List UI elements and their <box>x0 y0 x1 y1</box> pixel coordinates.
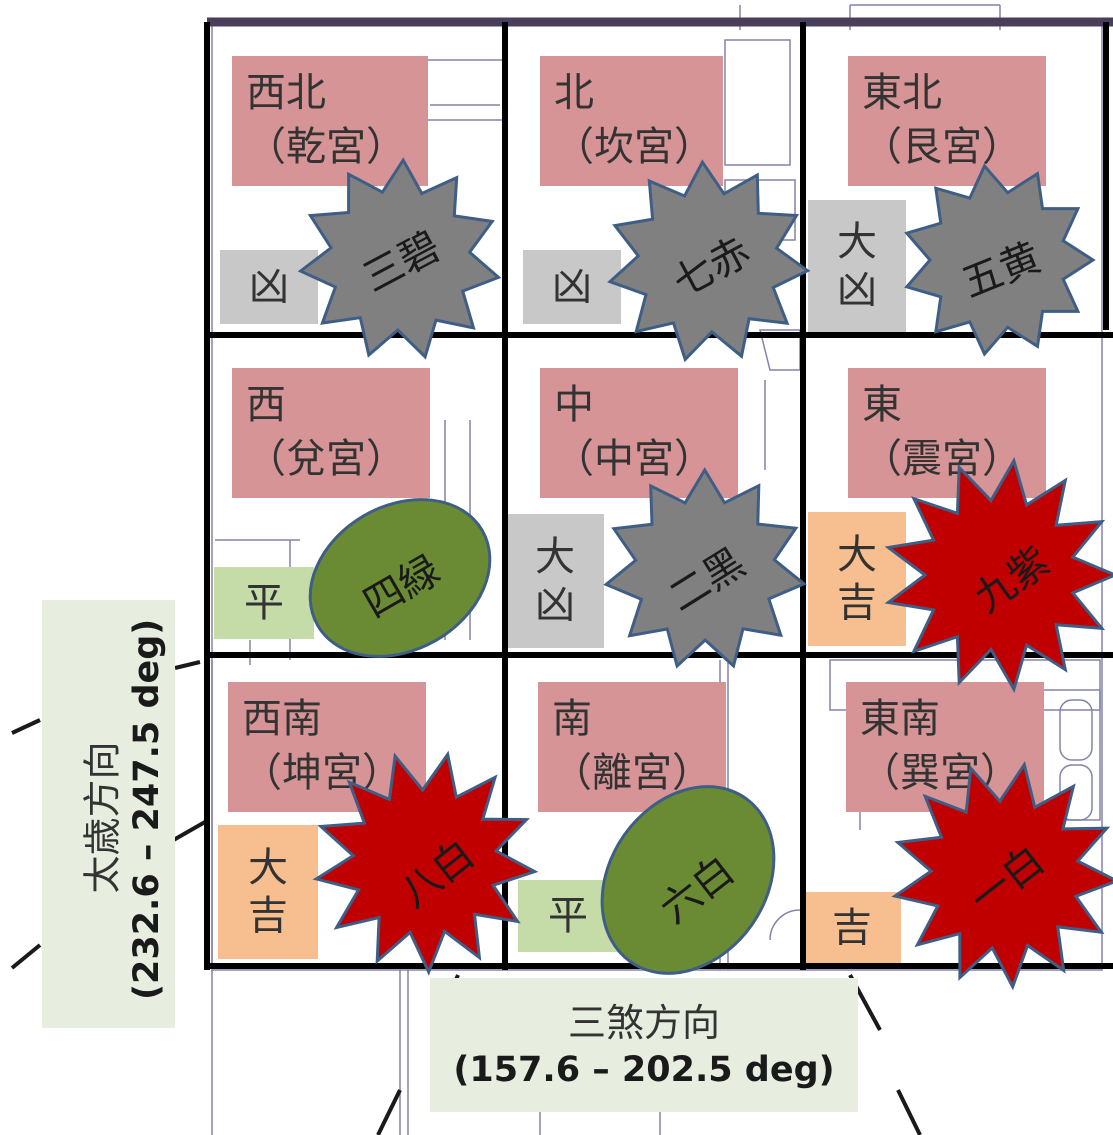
direction-name: 東南 <box>860 696 940 742</box>
palace-label-c: 中 （中宮） <box>540 368 738 498</box>
rating-e: 大 吉 <box>808 512 906 646</box>
direction-name: 北 <box>554 70 594 116</box>
star-shape-ne <box>904 163 1096 357</box>
direction-name: 西南 <box>242 696 322 742</box>
palace-name: （震宮） <box>862 436 1022 482</box>
palace-label-w: 西 （兌宮） <box>232 368 430 498</box>
direction-name: 東 <box>862 382 902 428</box>
palace-name: （坎宮） <box>554 124 714 170</box>
palace-name: （兌宮） <box>246 436 406 482</box>
rating-n: 凶 <box>523 250 621 324</box>
star-shape-c <box>603 467 807 669</box>
rating-ne: 大 凶 <box>808 200 906 332</box>
rating-sw: 大 吉 <box>218 825 318 959</box>
rating-w: 平 <box>214 567 314 639</box>
palace-label-n: 北 （坎宮） <box>540 56 723 186</box>
star-shape-nw <box>297 157 502 360</box>
rating-c: 大 凶 <box>506 514 604 648</box>
palace-label-sw: 西南 （坤宮） <box>228 682 426 812</box>
direction-name: 東北 <box>862 70 942 116</box>
sansha-direction-name: 三煞方向 <box>567 1001 720 1045</box>
star-shape-w <box>308 498 492 658</box>
taisui-direction-range: (232.6 – 247.5 deg) <box>127 618 167 1000</box>
taisui-direction-box <box>42 600 175 1028</box>
palace-name: （坤宮） <box>242 750 402 796</box>
palace-name: （中宮） <box>554 436 714 482</box>
palace-label-ne: 東北 （艮宮） <box>848 56 1046 186</box>
star-shape-sw <box>312 750 539 976</box>
palace-label-nw: 西北 （乾宮） <box>232 56 428 186</box>
palace-label-se: 東南 （巽宮） <box>846 682 1044 812</box>
sansha-direction-box <box>430 978 858 1112</box>
taisui-direction-name: 太歳方向 <box>80 741 125 894</box>
palace-name: （乾宮） <box>246 124 406 170</box>
star-shape-n <box>607 159 811 363</box>
sansha-direction-range: (157.6 – 202.5 deg) <box>453 1050 835 1090</box>
direction-name: 西 <box>246 382 286 428</box>
star-shape-s <box>600 785 776 975</box>
star-shape-se <box>891 761 1113 991</box>
rating-se: 吉 <box>803 892 901 964</box>
direction-name: 南 <box>552 696 592 742</box>
direction-name: 中 <box>554 382 594 428</box>
palace-name: （巽宮） <box>860 750 1020 796</box>
star-shape-e <box>884 456 1113 694</box>
direction-name: 西北 <box>246 70 326 116</box>
palace-name: （艮宮） <box>862 124 1022 170</box>
rating-nw: 凶 <box>220 250 318 324</box>
palace-label-e: 東 （震宮） <box>848 368 1046 498</box>
